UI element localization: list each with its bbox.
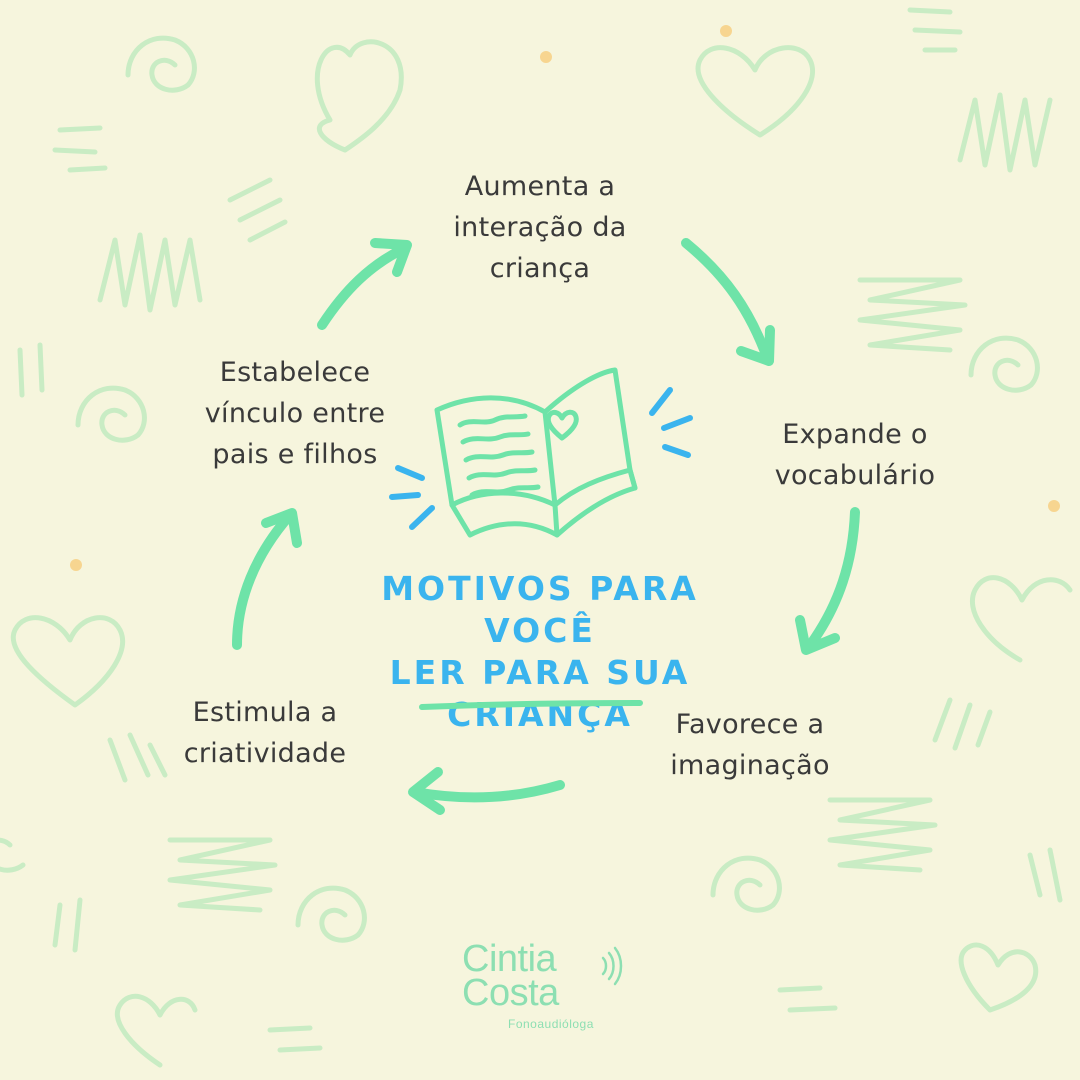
spiral-doodle (0, 837, 26, 873)
heart-doodle (695, 45, 816, 138)
spiral-doodle (75, 385, 147, 443)
dash-doodle (1027, 847, 1063, 903)
heart-doodle (114, 993, 198, 1068)
dash-doodle (17, 342, 45, 398)
arrow-to-left (232, 508, 302, 650)
dash-doodle (932, 697, 993, 751)
dash-doodle (52, 897, 83, 953)
dot (70, 559, 82, 571)
sparkle-icon (389, 387, 693, 530)
dash-doodle (777, 985, 838, 1013)
dash-doodle (227, 177, 288, 243)
dash-doodle (107, 732, 168, 783)
heart-icon (545, 409, 579, 441)
dash-doodle (907, 7, 963, 53)
dot (1048, 500, 1060, 512)
heart-doodle (958, 942, 1039, 1013)
zigzag-doodle (857, 277, 968, 353)
spiral-doodle (125, 35, 197, 93)
dot (540, 51, 552, 63)
arrow-to-right (681, 238, 775, 366)
zigzag-doodle (167, 837, 278, 913)
arrow-to-bottom-right (795, 507, 860, 655)
dash-doodle (267, 1025, 323, 1053)
dot (720, 25, 732, 37)
spiral-doodle (295, 885, 367, 943)
reason-item-vocabulary: Expande o vocabulário (774, 419, 936, 491)
logo-subtitle: Fonoaudióloga (508, 1017, 594, 1031)
reason-item-creativity: Estimula a criatividade (183, 697, 347, 769)
spiral-doodle (710, 855, 782, 913)
spiral-doodle (968, 335, 1040, 393)
reason-item-interaction: Aumenta a interação da criança (453, 171, 627, 284)
zigzag-doodle (97, 232, 203, 313)
reason-item-bond: Estabelece vínculo entre pais e filhos (204, 357, 386, 470)
zigzag-doodle (957, 92, 1053, 173)
reason-item-imagination: Favorece a imaginação (670, 709, 830, 781)
arrow-to-bottom-left (408, 767, 565, 815)
logo-name: Cintia Costa (462, 938, 559, 1014)
dash-doodle (52, 125, 108, 173)
heart-doodle (314, 39, 404, 153)
arrow-to-top (317, 238, 412, 330)
zigzag-doodle (827, 797, 938, 873)
heart-doodle (969, 575, 1073, 663)
heart-doodle (10, 615, 126, 708)
